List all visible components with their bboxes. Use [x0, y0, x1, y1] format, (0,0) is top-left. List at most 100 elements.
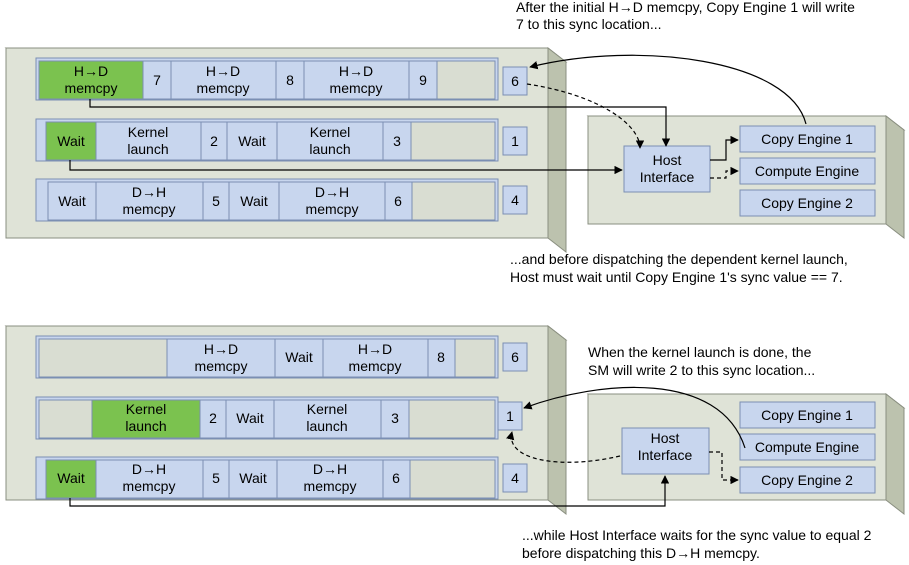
bottom-copy-engine-1-text: Copy Engine 1	[761, 407, 853, 423]
bottom-arrows	[69, 386, 746, 507]
top-s2-cell-6	[410, 121, 496, 161]
top-host-interface	[623, 145, 711, 193]
bot-s2-cell-2-text: 2	[209, 410, 217, 426]
bot-s2-cell-1	[91, 399, 201, 439]
bot-s1-cell-4-text: 8	[437, 349, 445, 365]
top-s2-cell-2	[200, 121, 228, 161]
top-s3-cell-4	[278, 181, 386, 221]
top-compute-engine	[739, 157, 876, 185]
top-s1-sync-text: 6	[511, 73, 519, 89]
top-s3-sync-text: 4	[511, 192, 519, 208]
top-s2-cell-5	[382, 121, 412, 161]
top-arrow-wait-to-host	[69, 160, 623, 175]
bottom-compute-engine-text: Compute Engine	[755, 439, 860, 455]
top-compute-engine-text: Compute Engine	[755, 163, 860, 179]
bot-s2-cell-5-text: 3	[391, 410, 399, 426]
bot-s1-sync	[502, 342, 528, 372]
top-arrow-host-to-compute	[710, 166, 739, 179]
bot-s3-cell-2	[202, 459, 230, 499]
bot-s2-cell-2	[199, 399, 227, 439]
top-s2-cell-0	[45, 121, 97, 161]
bot-s3-sync	[502, 463, 528, 493]
bottom-annotation-2: ...while Host Interface waits for the sy…	[522, 527, 875, 561]
bottom-annotation-1: When the kernel launch is done, the SM w…	[588, 344, 815, 378]
top-s2-sync-text: 1	[511, 133, 519, 149]
bot-s2-sync	[497, 401, 523, 431]
bottom-host-interface	[621, 427, 710, 475]
top-s3-cell-5	[384, 181, 413, 221]
bot-s3-sync-text: 4	[511, 470, 519, 486]
bot-s3-cell-0	[45, 459, 97, 499]
bot-s3-cell-1	[95, 459, 204, 499]
top-annotation-1: After the initial H→D memcpy, Copy Engin…	[516, 0, 859, 32]
top-copy-engine-1-text: Copy Engine 1	[761, 131, 853, 147]
bot-s2-cell-3	[225, 399, 275, 439]
top-s1-cell-3	[275, 60, 305, 100]
bottom-copy-engine-1	[739, 401, 876, 429]
top-s1-cell-2	[170, 60, 277, 100]
bot-s1-cell-3	[322, 338, 429, 378]
bottom-arrow-wait-to-host	[69, 475, 670, 507]
bottom-arrow-host-to-ce2	[709, 451, 739, 485]
bot-s2-sync-text: 1	[506, 408, 514, 424]
top-s3-cell-0-text: Wait	[58, 193, 86, 209]
bot-s2-cell-3-text: Wait	[236, 410, 264, 426]
top-s1-cell-1-text: 7	[153, 72, 161, 88]
top-s3-cell-2-text: 5	[212, 193, 220, 209]
bot-s2-cell-6	[408, 399, 496, 439]
top-copy-engine-1	[739, 125, 876, 153]
bot-s3-cell-3-text: Wait	[239, 470, 267, 486]
top-s1-cell-4	[303, 60, 410, 100]
top-s2-sync	[502, 126, 528, 156]
top-copy-engine-2	[739, 189, 876, 217]
bot-s1-cell-1	[166, 338, 276, 378]
top-s1-sync	[502, 66, 528, 96]
top-s3-cell-6	[411, 181, 496, 221]
top-arrow-sync-to-host	[526, 83, 645, 149]
top-s3-cell-3	[228, 181, 280, 221]
top-s2-cell-2-text: 2	[210, 133, 218, 149]
top-s3-cell-0	[47, 181, 97, 221]
top-s1-cell-6	[436, 60, 496, 100]
top-s2-cell-5-text: 3	[393, 133, 401, 149]
bot-s3-cell-6	[409, 459, 496, 499]
bottom-copy-engine-2-text: Copy Engine 2	[761, 472, 853, 488]
top-s3-sync	[502, 185, 528, 215]
bot-s1-sync-text: 6	[511, 349, 519, 365]
top-s2-cell-3-text: Wait	[238, 133, 266, 149]
top-s3-cell-1	[95, 181, 204, 221]
top-annotation-2: ...and before dispatching the dependent …	[510, 251, 852, 285]
top-s3-cell-5-text: 6	[394, 193, 402, 209]
bot-s1-cell-4	[427, 338, 456, 378]
top-arrow-host-to-ce1	[710, 135, 739, 161]
top-s2-cell-4	[276, 121, 384, 161]
top-arrow-memcpy-to-ce1	[89, 99, 671, 147]
bot-s2-cell-5	[380, 399, 410, 439]
bottom-copy-engine-2	[739, 466, 876, 494]
top-s2-cell-0-text: Wait	[57, 133, 85, 149]
top-copy-engine-2-text: Copy Engine 2	[761, 195, 853, 211]
top-s2-cell-1	[95, 121, 202, 161]
top-s1-cell-1	[142, 60, 172, 100]
